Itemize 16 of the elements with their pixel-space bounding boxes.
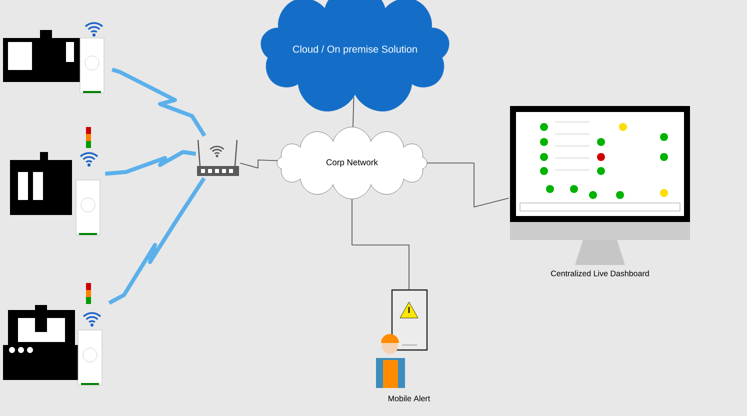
connector-line: [426, 162, 510, 208]
worker-phone-drawing: [376, 289, 428, 388]
node-label: Centralized Live Dashboard: [551, 270, 649, 276]
monitor-drawing: [510, 106, 690, 265]
lightning-bolt: [112, 68, 206, 137]
connector-line: [240, 160, 278, 168]
machine-drawing: [3, 22, 104, 94]
lightning-bolt: [108, 177, 206, 305]
machine-drawing: [3, 283, 102, 386]
connector-line: [352, 96, 354, 128]
node-label: Mobile Alert: [388, 395, 430, 402]
network-cloud: Corp Network: [276, 126, 428, 200]
lightning-bolt: [105, 150, 196, 176]
machine-drawing: [10, 127, 100, 236]
connector-line: [352, 198, 410, 290]
router-drawing: [197, 140, 239, 176]
